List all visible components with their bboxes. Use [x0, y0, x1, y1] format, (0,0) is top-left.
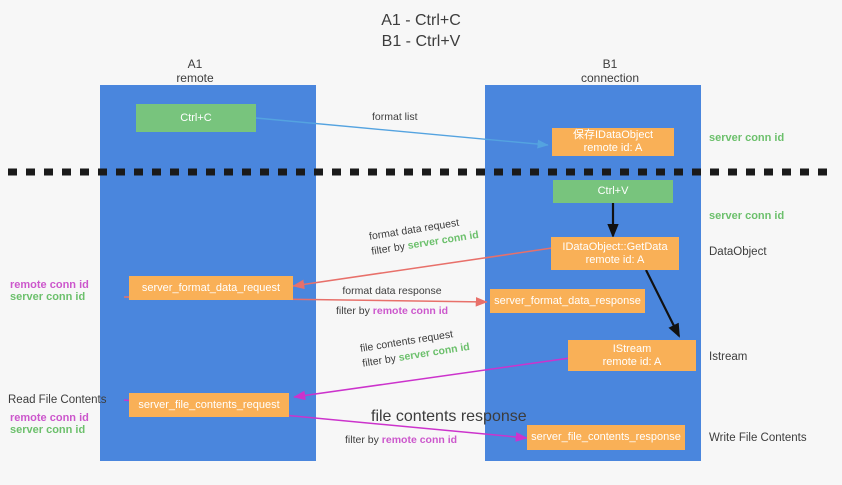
right-label-server-conn-id-mid: server conn id — [709, 210, 785, 222]
box-save-idataobject[interactable]: 保存IDataObject remote id: A — [552, 128, 674, 156]
edge-label-format-data-request-group: format data request filter by server con… — [368, 217, 479, 260]
box-server-file-contents-request[interactable]: server_file_contents_request — [129, 393, 289, 417]
right-label-server-conn-id-top: server conn id — [709, 132, 785, 144]
filter-value-remote-conn-id: remote conn id — [381, 434, 458, 446]
box-server-format-data-response[interactable]: server_format_data_response — [490, 289, 645, 313]
edge-label-format-data-response: format data response — [342, 285, 442, 297]
column-header-a1: A1 remote — [176, 57, 214, 85]
edge-label-file-contents-response-filter: filter by remote conn id — [345, 433, 457, 448]
filter-prefix: filter by — [345, 434, 382, 446]
left-label-remote-conn-id-mid: remote conn id — [10, 279, 89, 291]
right-label-istream: Istream — [709, 351, 748, 363]
left-label-server-conn-id-mid: server conn id — [10, 291, 86, 303]
edge-label-format-data-response-filter: filter by remote conn id — [336, 304, 448, 319]
filter-prefix: filter by — [336, 305, 373, 317]
edge-label-file-contents-request-group: file contents request filter by server c… — [359, 328, 470, 372]
column-header-b1: B1 connection — [580, 57, 640, 85]
edge-label-format-list: format list — [372, 111, 418, 123]
box-server-format-data-request[interactable]: server_format_data_request — [129, 276, 293, 300]
edge-label-file-contents-response: file contents response — [371, 408, 527, 425]
page-title: A1 - Ctrl+C B1 - Ctrl+V — [381, 12, 461, 50]
left-label-read-file-contents: Read File Contents — [8, 394, 107, 406]
box-ctrl-c[interactable]: Ctrl+C — [136, 104, 256, 132]
box-server-file-contents-response[interactable]: server_file_contents_response — [527, 425, 685, 450]
left-label-remote-conn-id-bottom: remote conn id — [10, 412, 89, 424]
box-istream[interactable]: IStream remote id: A — [568, 340, 696, 371]
right-label-write-file-contents: Write File Contents — [709, 432, 807, 444]
edge-label-format-data-response-group: format data response filter by remote co… — [336, 284, 448, 319]
box-getdata[interactable]: IDataObject::GetData remote id: A — [551, 237, 679, 270]
box-ctrl-v[interactable]: Ctrl+V — [553, 180, 673, 203]
filter-value-remote-conn-id: remote conn id — [372, 305, 449, 317]
left-label-server-conn-id-bottom: server conn id — [10, 424, 86, 436]
right-label-dataobject: DataObject — [709, 246, 767, 258]
